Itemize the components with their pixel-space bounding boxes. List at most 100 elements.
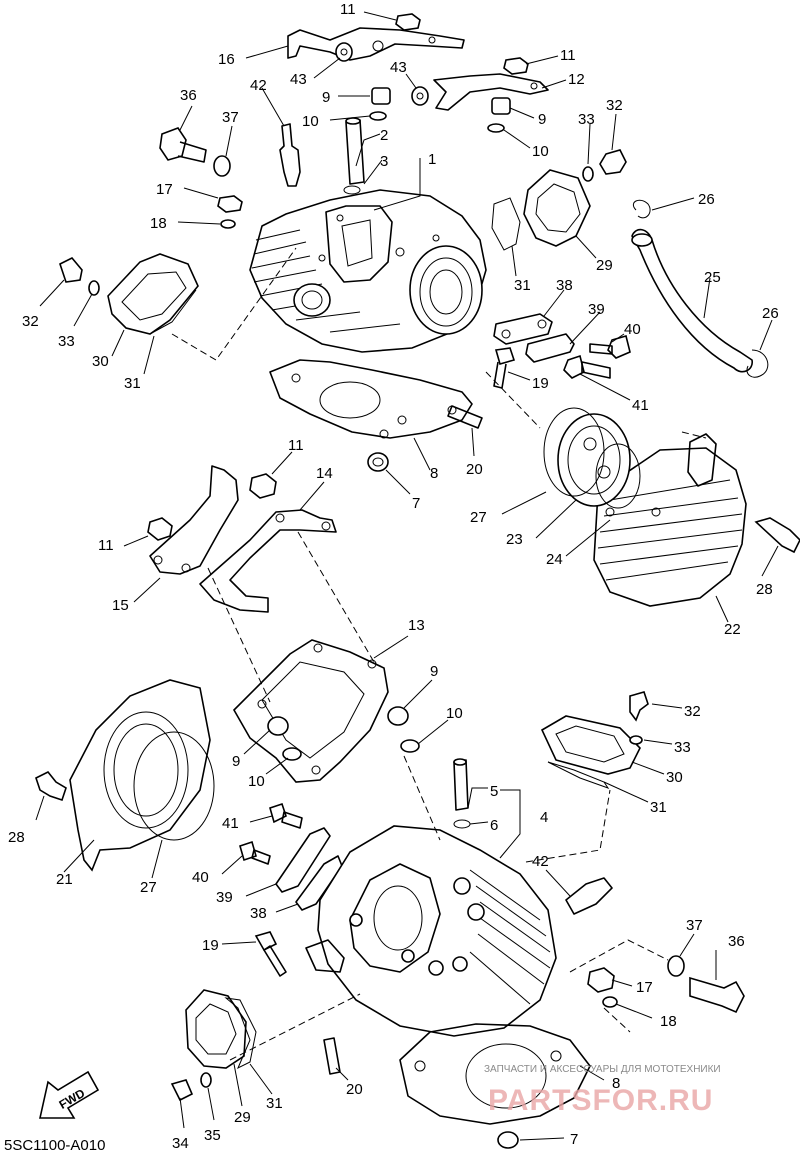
callout-10: 10 [446, 705, 463, 722]
callout-10: 10 [248, 773, 265, 790]
gasket-31-front-right [547, 761, 610, 789]
callout-32: 32 [606, 97, 623, 114]
callout-41: 41 [632, 397, 649, 414]
hose-25 [631, 228, 753, 373]
callout-41: 41 [222, 815, 239, 832]
callout-12: 12 [568, 71, 585, 88]
nut-11-top [395, 13, 421, 31]
callout-39: 39 [588, 301, 605, 318]
collar-9-mid-left [267, 716, 289, 736]
bolt-41-bottom [269, 802, 287, 824]
callout-2: 2 [380, 127, 388, 144]
callout-35: 35 [204, 1127, 221, 1144]
cylinder-head-4 [305, 825, 557, 1037]
bracket-16 [287, 27, 465, 61]
front-head-group: FWD [35, 679, 745, 1149]
oring-24 [595, 443, 641, 509]
bracket-39-top [525, 333, 575, 363]
watermark: ЗАПЧАСТИ И АКСЕССУАРЫ ДЛЯ МОТОТЕХНИКИ PA… [484, 1064, 721, 1117]
cylinder-22 [593, 433, 747, 607]
callout-19: 19 [202, 937, 219, 954]
callout-27: 27 [140, 879, 157, 896]
nut-9-left [371, 87, 391, 105]
bolt-28-left [35, 770, 67, 802]
bracket-14 [199, 509, 337, 613]
callout-38: 38 [556, 277, 573, 294]
watermark-tagline: ЗАПЧАСТИ И АКСЕССУАРЫ ДЛЯ МОТОТЕХНИКИ [484, 1064, 721, 1075]
callout-7: 7 [412, 495, 420, 512]
callout-7: 7 [570, 1131, 578, 1148]
dowel-7-top [367, 452, 389, 472]
callout-9: 9 [538, 111, 546, 128]
nut-11-mid-right [249, 473, 277, 499]
dowel-7-bottom [497, 1131, 519, 1149]
bracket-39-bottom [275, 827, 331, 893]
nut-17-bottom [587, 967, 615, 993]
bolt-32-left [59, 257, 83, 283]
collar-43-left [335, 42, 353, 62]
callout-36: 36 [728, 933, 745, 950]
callout-17: 17 [636, 979, 653, 996]
spark-plug-42-top [279, 123, 301, 187]
washer-10-right [487, 123, 505, 133]
callout-24: 24 [546, 551, 563, 568]
callout-11: 11 [288, 437, 304, 454]
bolt-34 [170, 1079, 194, 1102]
washer-37-top [213, 155, 231, 177]
gasket-8-top [269, 359, 473, 439]
callout-33: 33 [674, 739, 691, 756]
stud-20-bottom [323, 1037, 341, 1075]
piston-23 [557, 413, 631, 507]
cover-30-left [107, 253, 199, 335]
nut-11-right [503, 57, 529, 75]
washer-35 [200, 1072, 212, 1088]
cover-30-right [540, 715, 641, 775]
bolt-19-top [494, 347, 516, 365]
oring-27-bottom [133, 731, 215, 841]
callout-31: 31 [124, 375, 141, 392]
cover-13 [233, 639, 389, 783]
nut-9-right [491, 97, 511, 115]
callout-21: 21 [56, 871, 73, 888]
callout-28: 28 [8, 829, 25, 846]
callouts: 11 16 43 43 11 12 9 9 10 10 36 42 37 2 3… [8, 1, 779, 1152]
callout-18: 18 [660, 1013, 677, 1030]
cover-29-right [523, 169, 591, 247]
callout-9: 9 [232, 753, 240, 770]
callout-30: 30 [666, 769, 683, 786]
callout-38: 38 [250, 905, 267, 922]
callout-10: 10 [532, 143, 549, 160]
callout-42: 42 [532, 853, 549, 870]
washer-33-bottom [629, 735, 643, 745]
callout-36: 36 [180, 87, 197, 104]
callout-31: 31 [514, 277, 531, 294]
bolt-36-bottom [689, 976, 745, 1014]
leader-lines [35, 11, 779, 1141]
callout-3: 3 [380, 153, 388, 170]
nut-11-mid-left [147, 517, 173, 541]
callout-32: 32 [684, 703, 701, 720]
rear-head-group [59, 13, 800, 607]
fwd-arrow-icon: FWD [39, 1070, 100, 1119]
dowel-2 [345, 119, 365, 185]
callout-43: 43 [290, 71, 307, 88]
washer-33-left [88, 280, 100, 296]
bracket-12 [433, 73, 549, 111]
callout-8: 8 [612, 1075, 620, 1092]
callout-1: 1 [428, 151, 436, 168]
callout-40: 40 [192, 869, 209, 886]
callout-22: 22 [724, 621, 741, 638]
callout-29: 29 [234, 1109, 251, 1126]
washer-18-top [220, 219, 236, 229]
callout-33: 33 [578, 111, 595, 128]
cover-29-bottom [185, 989, 247, 1069]
washer-10-left [369, 111, 387, 121]
bracket-38-top [493, 313, 553, 345]
callout-42: 42 [250, 77, 267, 94]
oring-3 [343, 185, 361, 195]
callout-30: 30 [92, 353, 109, 370]
callout-6: 6 [490, 817, 498, 834]
callout-32: 32 [22, 313, 39, 330]
dowel-5 [453, 759, 469, 811]
callout-27: 27 [470, 509, 487, 526]
